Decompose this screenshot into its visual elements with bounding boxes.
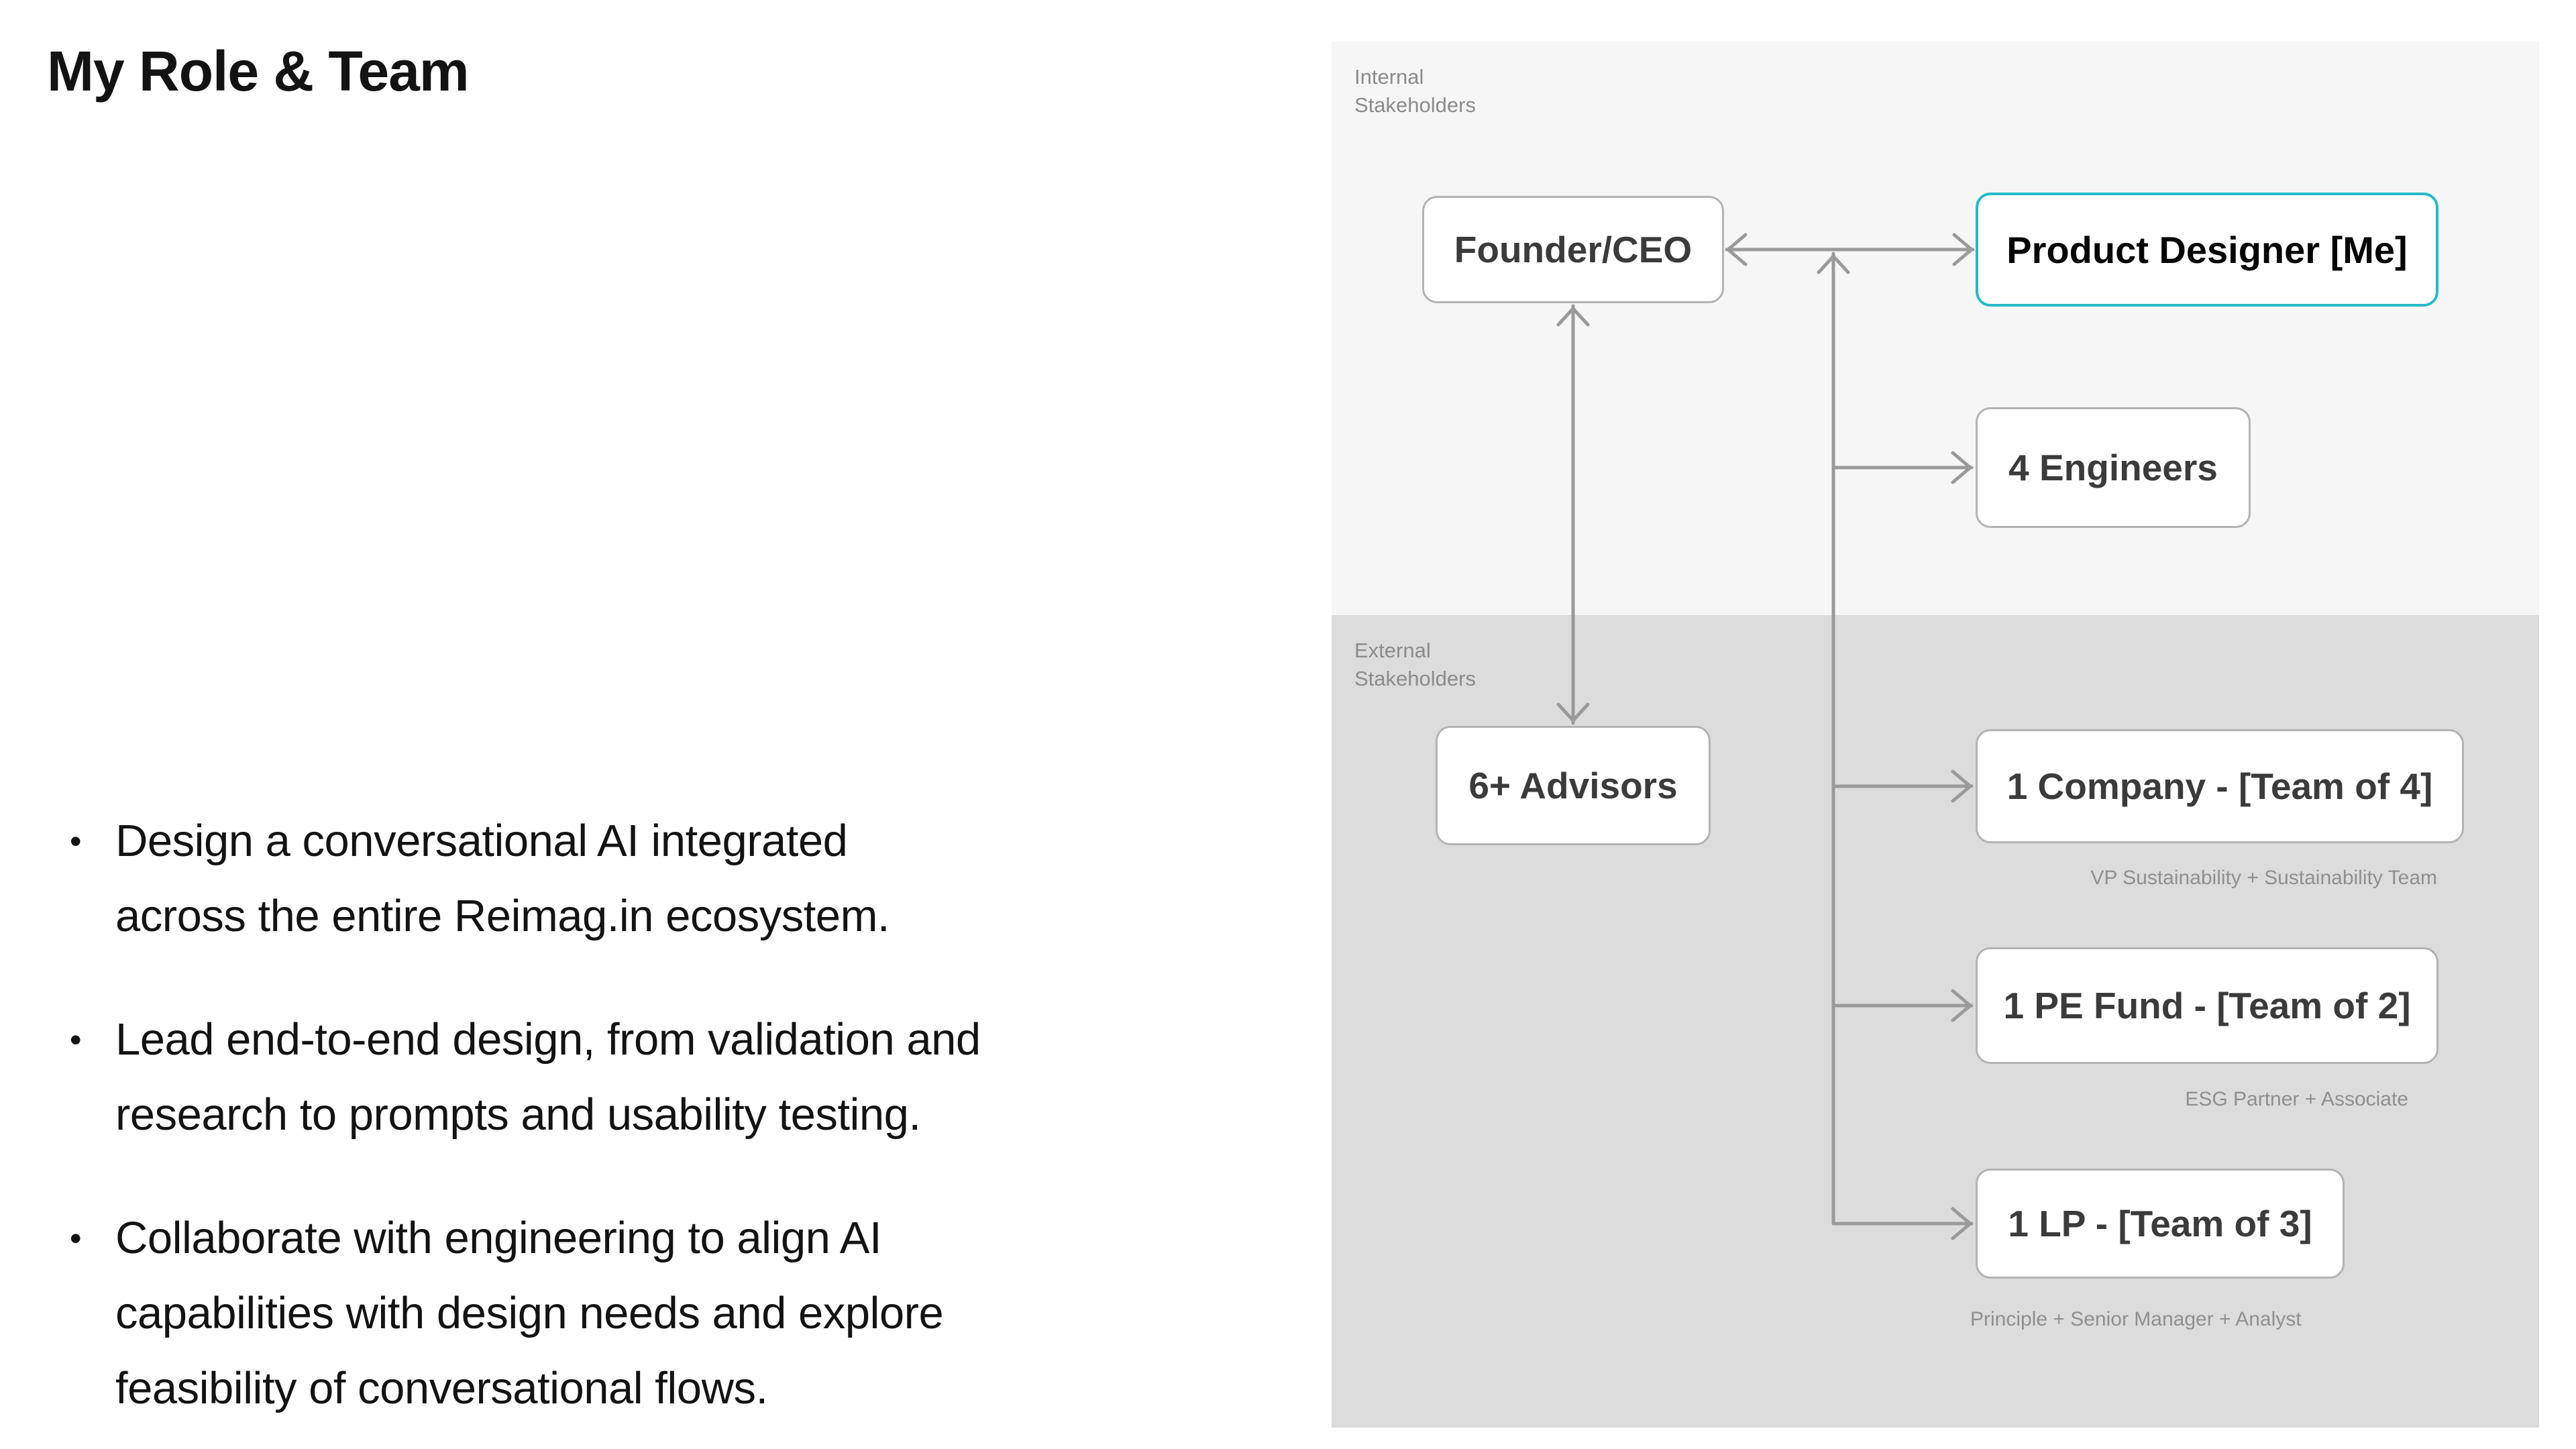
- bullet-dot: •: [70, 822, 82, 860]
- page-title: My Role & Team: [47, 40, 470, 103]
- node-advisors: 6+ Advisors: [1436, 726, 1711, 845]
- connector-lines: [1556, 233, 1975, 1240]
- node-product-designer-me: Product Designer [Me]: [1976, 193, 2438, 307]
- list-item: • Lead end-to-end design, from validatio…: [70, 1002, 1264, 1152]
- bullet-text: Design a conversational AI integrated ac…: [115, 816, 890, 941]
- bullet-text: Collaborate with engineering to align AI…: [115, 1213, 944, 1413]
- list-item: • Design a conversational AI integrated …: [70, 804, 1264, 954]
- connector-company-branch: [1831, 769, 1974, 803]
- node-lp-team: 1 LP - [Team of 3]: [1976, 1169, 2345, 1279]
- bullet-text: Lead end-to-end design, from validation …: [115, 1014, 981, 1140]
- bullet-list: • Design a conversational AI integrated …: [70, 804, 1264, 1449]
- pe-fund-caption: ESG Partner + Associate: [2185, 1088, 2408, 1110]
- node-founder-ceo: Founder/CEO: [1422, 196, 1724, 303]
- list-item: • Collaborate with engineering to align …: [70, 1201, 1264, 1426]
- connector-pe-fund-branch: [1831, 989, 1974, 1022]
- bullet-dot: •: [70, 1220, 82, 1257]
- connector-lp-branch: [1831, 1207, 1974, 1240]
- bullet-dot: •: [70, 1021, 82, 1059]
- connector-trunk: [1817, 252, 1850, 1226]
- connector-ceo-designer-arrow: [1725, 233, 1975, 266]
- node-company-team: 1 Company - [Team of 4]: [1976, 729, 2464, 843]
- lp-caption: Principle + Senior Manager + Analyst: [1970, 1308, 2302, 1330]
- external-stakeholders-label: External Stakeholders: [1354, 639, 1476, 690]
- node-engineers: 4 Engineers: [1976, 407, 2251, 528]
- company-caption: VP Sustainability + Sustainability Team: [2090, 867, 2437, 889]
- node-pe-fund-team: 1 PE Fund - [Team of 2]: [1976, 947, 2438, 1064]
- internal-stakeholders-section: Internal Stakeholders: [1332, 42, 2539, 615]
- internal-stakeholders-label: Internal Stakeholders: [1354, 65, 1476, 117]
- connector-engineers-branch: [1831, 451, 1974, 484]
- connector-ceo-advisors-arrow: [1556, 304, 1590, 725]
- stakeholder-diagram: Internal Stakeholders External Stakehold…: [1332, 42, 2539, 1428]
